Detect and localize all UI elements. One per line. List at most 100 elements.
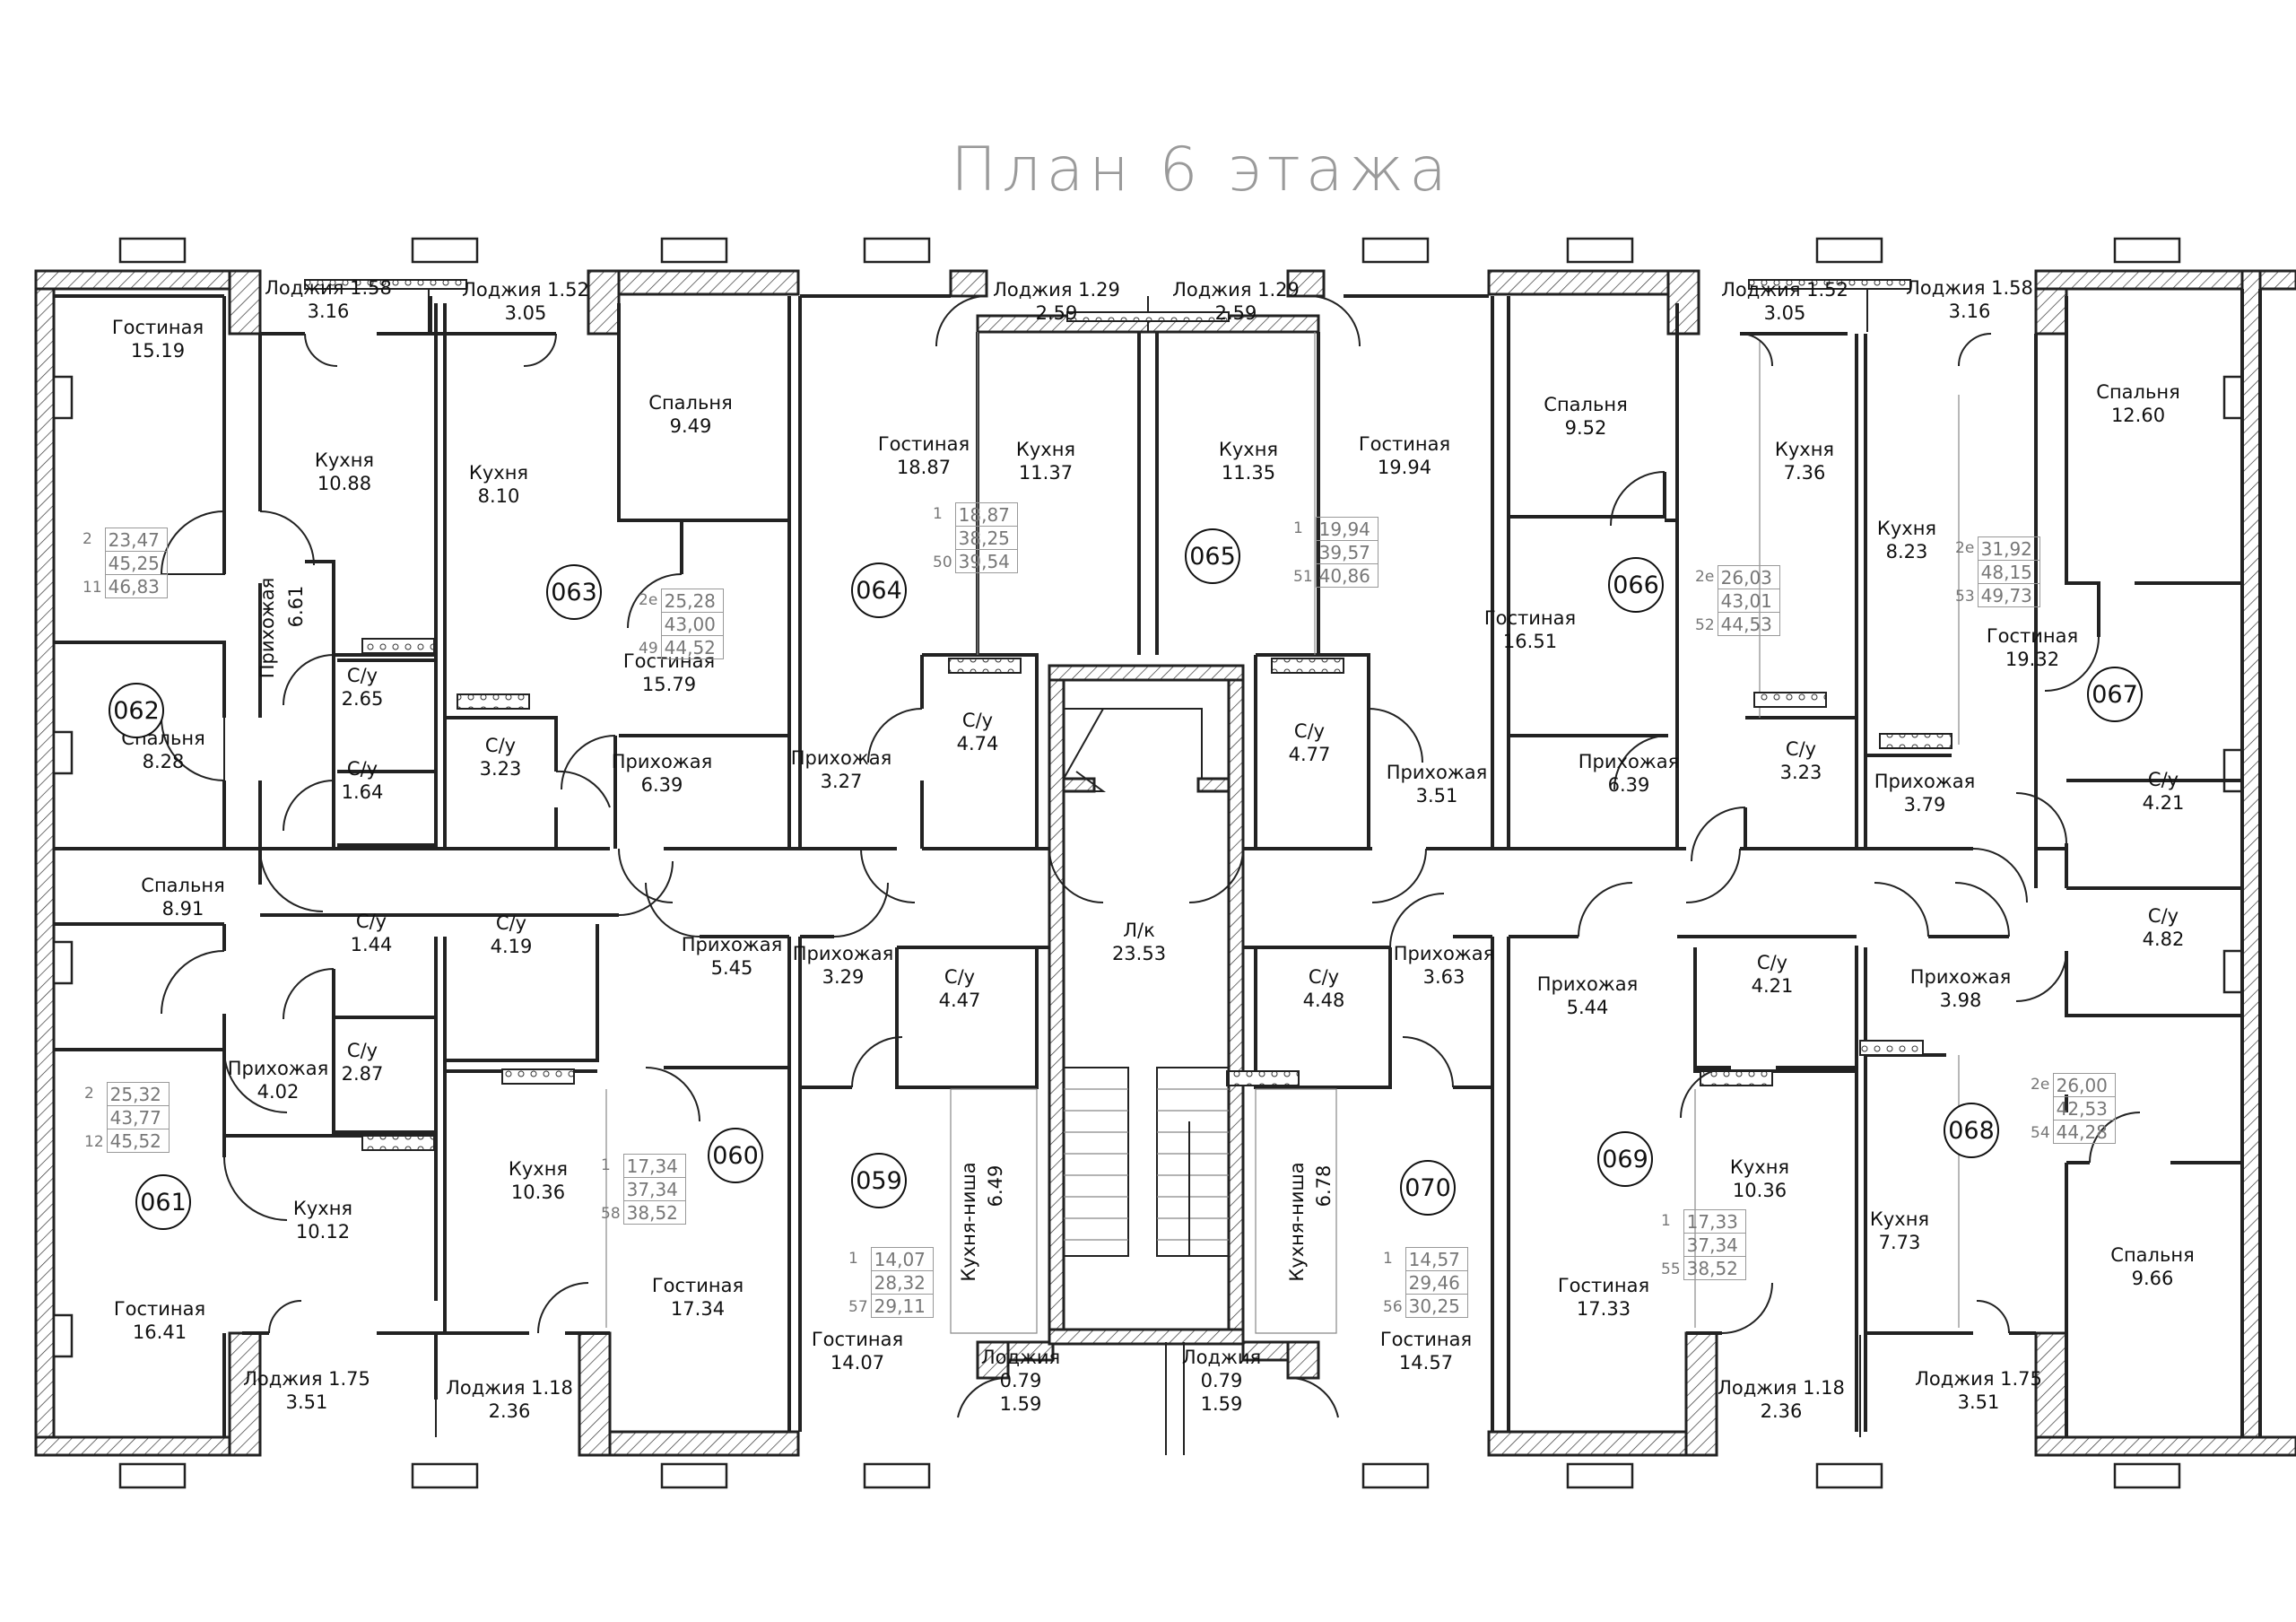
room-area: 18.87	[896, 457, 952, 478]
room-name: Гостиная	[1358, 433, 1451, 455]
room-name: Лоджия 1.29	[1172, 279, 1300, 301]
room-area: 0.79	[1200, 1370, 1243, 1391]
room-area: 4.02	[257, 1081, 300, 1103]
room-area: 3.27	[820, 771, 863, 792]
room-name: Кухня	[1218, 439, 1279, 460]
room-name: Л/к	[1123, 920, 1155, 941]
room-name: С/у	[2147, 769, 2179, 790]
summary-value: 38,52	[1683, 1256, 1746, 1280]
summary-value: 28,32	[870, 1270, 934, 1295]
room-area: 23.53	[1111, 943, 1167, 964]
summary-key: 1	[933, 504, 943, 523]
room-name: С/у	[484, 735, 517, 756]
room-area: 10.88	[317, 473, 372, 494]
room-area-secondary: 1.59	[999, 1393, 1042, 1415]
room-area: 8.10	[477, 485, 520, 507]
summary-key: 57	[848, 1297, 868, 1316]
apartment-number: 067	[2087, 667, 2143, 722]
summary-value: 26,00	[2052, 1073, 2116, 1097]
room-area: 2.36	[488, 1400, 531, 1422]
room-name: Кухня	[508, 1158, 569, 1180]
room-area: 3.63	[1422, 966, 1465, 988]
room-area: 4.21	[2142, 792, 2185, 814]
room-area: 4.77	[1288, 744, 1331, 765]
summary-value: 49,73	[1977, 583, 2040, 607]
room-area: 3.29	[822, 966, 865, 988]
apartment-number: 061	[135, 1174, 191, 1230]
room-area: 4.19	[490, 936, 533, 957]
summary-value: 19,94	[1315, 517, 1378, 541]
room-area: 7.73	[1878, 1232, 1921, 1253]
summary-key: 1	[601, 1155, 611, 1174]
summary-key	[639, 613, 661, 636]
room-name: Спальня	[141, 875, 225, 896]
summary-key	[1955, 561, 1978, 584]
zone-lines	[605, 332, 1960, 1334]
room-area: 4.21	[1751, 975, 1794, 997]
room-name: Спальня	[2096, 381, 2180, 403]
summary-value: 29,46	[1405, 1270, 1468, 1295]
room-name: Гостиная	[1986, 625, 2079, 647]
summary-value: 25,32	[106, 1082, 170, 1106]
apartment-number: 063	[546, 564, 602, 620]
room-area: 3.16	[1948, 301, 1991, 322]
room-name: Прихожая	[790, 747, 892, 769]
summary-value: 43,01	[1717, 589, 1780, 613]
room-name: С/у	[355, 911, 387, 932]
room-area: 9.66	[2131, 1268, 2174, 1289]
summary-key	[1293, 541, 1316, 564]
summary-value: 14,57	[1405, 1247, 1468, 1271]
room-area: 1.44	[350, 934, 393, 955]
room-area: 12.60	[2110, 405, 2166, 426]
summary-value: 37,34	[1683, 1233, 1746, 1257]
apartment-number: 070	[1400, 1160, 1456, 1216]
summary-value: 46,83	[104, 574, 168, 598]
room-name: Лоджия	[980, 1347, 1061, 1368]
room-area: 15.79	[641, 674, 697, 695]
summary-value: 23,47	[104, 528, 168, 552]
room-name: Гостиная	[113, 1298, 206, 1320]
room-name: Кухня	[292, 1198, 353, 1219]
summary-key: 2е	[639, 590, 658, 609]
room-name: С/у	[346, 1040, 378, 1061]
summary-value: 38,25	[954, 526, 1018, 550]
summary-value: 17,34	[622, 1154, 686, 1178]
summary-value: 25,28	[660, 589, 724, 613]
stairs	[1063, 708, 1230, 1257]
summary-key: 2	[83, 529, 92, 548]
room-name: Гостиная	[651, 1275, 744, 1296]
summary-value: 39,54	[954, 549, 1018, 573]
apartment-number: 066	[1608, 557, 1664, 613]
room-area: 10.36	[1732, 1180, 1787, 1201]
room-name: Кухня	[1729, 1156, 1790, 1178]
room-name: Лоджия 1.75	[243, 1368, 370, 1390]
summary-value: 17,33	[1683, 1209, 1746, 1234]
vertical-room-label: Кухня-ниша	[958, 1162, 979, 1282]
summary-value: 44,52	[660, 635, 724, 659]
